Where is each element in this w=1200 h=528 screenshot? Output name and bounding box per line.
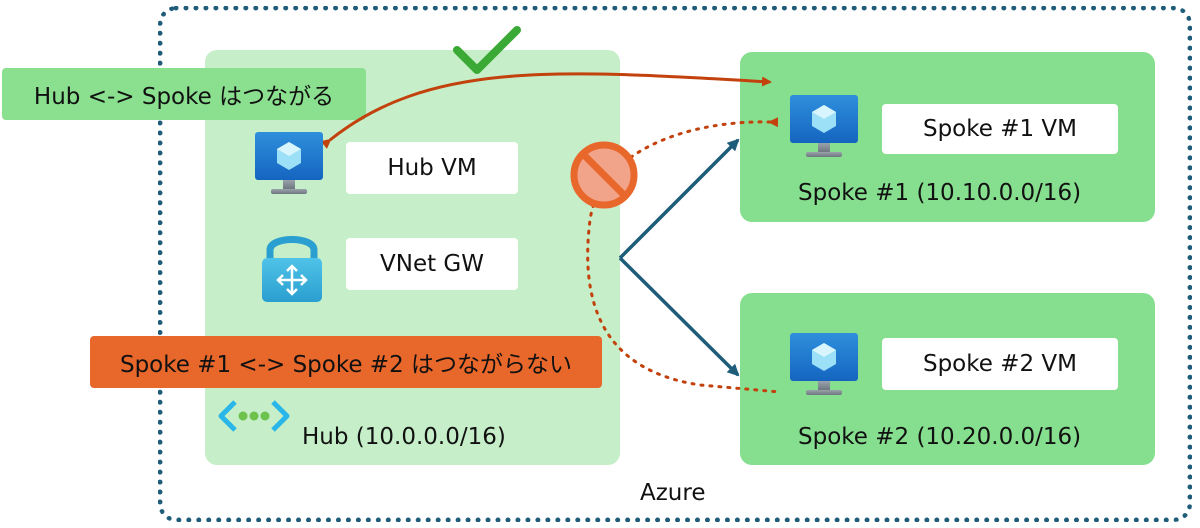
spoke2-vnet-name: Spoke #2 (10.20.0.0/16) (798, 424, 1082, 450)
checkmark-icon (453, 26, 521, 74)
spoke2-vm-icon (790, 333, 858, 395)
prohibited-icon (570, 141, 638, 209)
spoke2-vm-label: Spoke #2 VM (882, 338, 1118, 390)
vnet-gateway-lock-icon (262, 236, 322, 302)
spoke1-vnet-name: Spoke #1 (10.10.0.0/16) (798, 180, 1082, 206)
virtual-network-icon (218, 400, 290, 432)
spoke1-vm-label: Spoke #1 VM (882, 104, 1118, 154)
peering-arrows (618, 138, 740, 377)
hub-spoke-connected-callout: Hub <-> Spoke はつながる (2, 68, 366, 120)
hub-vm-icon (255, 132, 323, 194)
hub-spoke-route-arrow (320, 72, 772, 149)
vnet-gateway-label: VNet GW (346, 238, 518, 290)
spoke-spoke-blocked-callout: Spoke #1 <-> Spoke #2 はつながらない (90, 336, 602, 388)
azure-boundary (158, 6, 1192, 522)
hub-vnet-name: Hub (10.0.0.0/16) (302, 424, 506, 450)
spoke1-vm-icon (790, 95, 858, 157)
azure-label: Azure (640, 480, 706, 506)
hub-vm-label: Hub VM (346, 142, 518, 194)
